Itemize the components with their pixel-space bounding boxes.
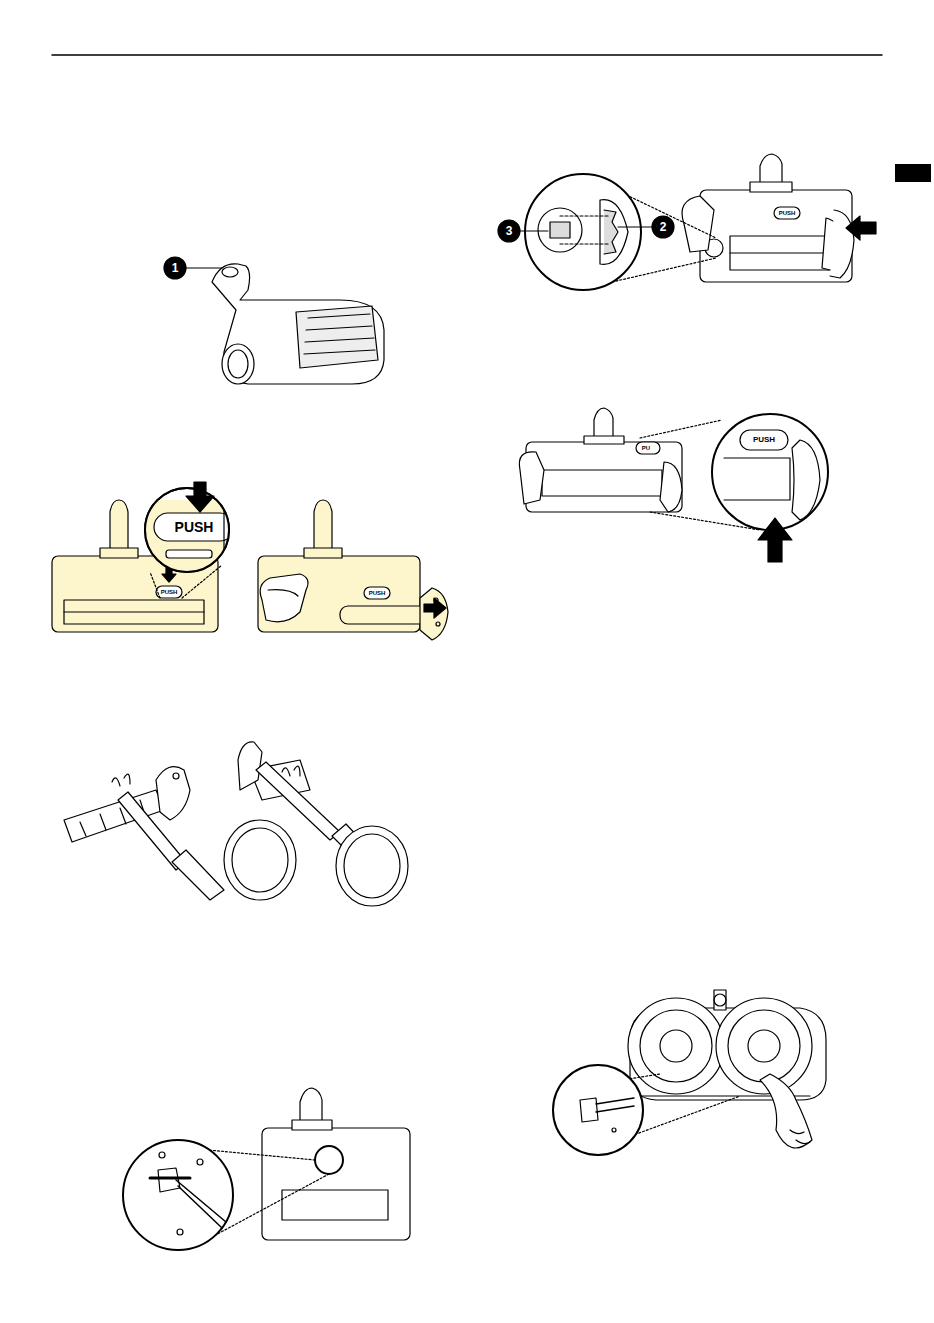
reinsert-figure [498,154,876,290]
nozzle-push-figure [52,482,250,632]
callout-number: 1 [172,262,179,274]
section-tab [895,164,931,182]
callout-number: 3 [506,225,513,237]
tweezers-figure [123,1088,410,1250]
button-label: PUSH [175,520,214,534]
brush-removal-figure [258,500,448,640]
cleaning-figure [64,742,408,906]
button-label: PUSH [369,590,386,596]
header-rule [52,54,882,56]
callout-number: 2 [660,221,667,233]
button-label: PUSH [779,210,796,216]
callout-circle [164,257,186,279]
close-cover-figure [519,408,828,562]
button-label: PUSH [161,589,178,595]
button-label: PUSH [753,436,775,444]
button-label: PU [642,445,650,451]
wipe-figure [553,990,826,1155]
nozzle-figure [164,257,384,384]
